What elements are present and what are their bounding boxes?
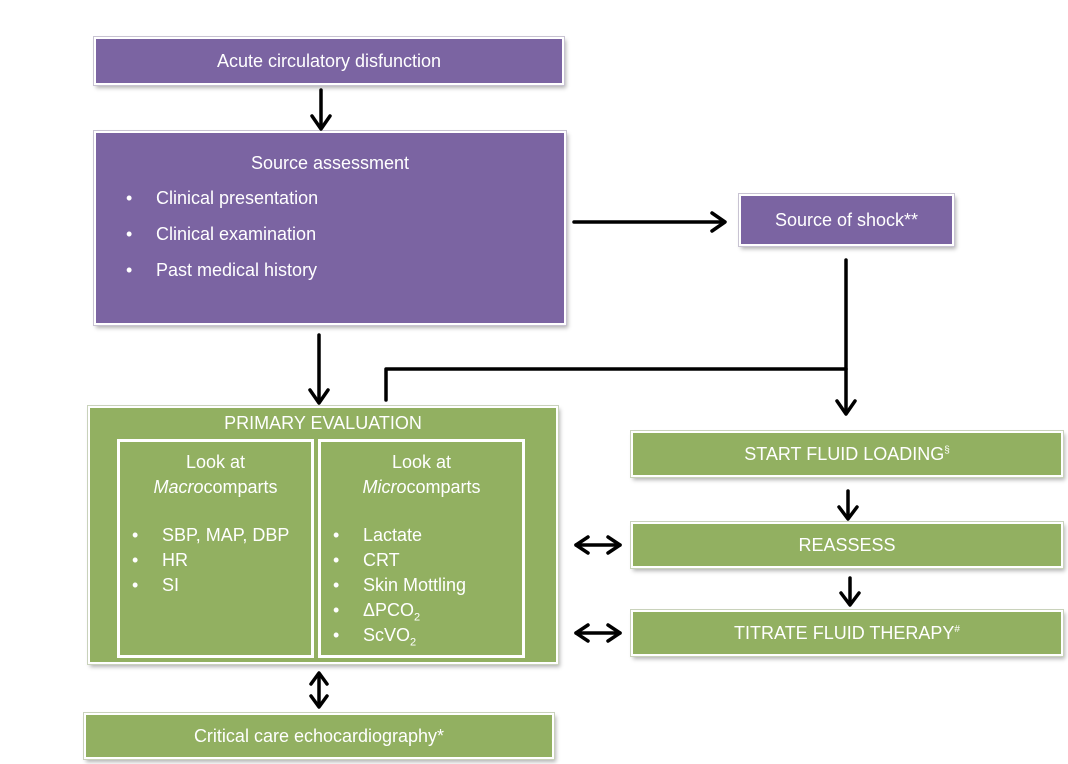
- node-titrate-fluid-therapy: TITRATE FLUID THERAPY#: [631, 610, 1063, 656]
- node-source-of-shock: Source of shock**: [739, 194, 954, 246]
- arrow-shock-to-fluid-head: [835, 399, 857, 416]
- list-item: Lactate: [333, 525, 466, 550]
- double-arrow-primary-echo-bottom: [309, 694, 329, 709]
- list-item: SBP, MAP, DBP: [132, 525, 289, 550]
- connector-primary-to-fluid: [384, 367, 848, 402]
- primary-evaluation-title: PRIMARY EVALUATION: [224, 413, 422, 433]
- micro-title-line1: Look at: [391, 452, 452, 472]
- micro-panel: Look at Microcomparts Lactate CRT Skin M…: [318, 439, 525, 658]
- list-item: SI: [132, 575, 289, 600]
- node-acute-circulatory-disfunction: Acute circulatory disfunction: [94, 37, 564, 85]
- list-item: Clinical presentation: [126, 188, 318, 224]
- micro-title-rest: comparts: [406, 477, 481, 497]
- node-start-fluid-loading: START FLUID LOADING§: [631, 431, 1063, 477]
- macro-title-line2: Macrocomparts: [120, 475, 311, 500]
- macro-title-rest: comparts: [203, 477, 278, 497]
- double-arrow-primary-reassess-right: [606, 535, 622, 555]
- double-arrow-primary-echo-top: [309, 671, 329, 686]
- macro-title: Look at Macrocomparts: [120, 450, 311, 500]
- micro-title-line2: Microcomparts: [321, 475, 522, 500]
- double-arrow-primary-titrate-left: [574, 623, 590, 643]
- macro-title-line1: Look at: [185, 452, 246, 472]
- echo-label: Critical care echocardiography*: [193, 725, 445, 746]
- list-item: CRT: [333, 550, 466, 575]
- macro-panel: Look at Macrocomparts SBP, MAP, DBP HR S…: [117, 439, 314, 658]
- arrow-acute-to-source-head: [310, 114, 332, 131]
- arrow-source-to-primary-head: [308, 388, 330, 405]
- micro-title-italic: Micro: [362, 477, 407, 497]
- source-assessment-list: Clinical presentation Clinical examinati…: [126, 188, 318, 296]
- list-item: Past medical history: [126, 260, 318, 296]
- list-item: Skin Mottling: [333, 575, 466, 600]
- list-item: Clinical examination: [126, 224, 318, 260]
- fluid-loading-label: START FLUID LOADING§: [744, 443, 950, 464]
- micro-list: Lactate CRT Skin Mottling ΔPCO2 ScVO2: [333, 525, 466, 650]
- micro-title: Look at Microcomparts: [321, 450, 522, 500]
- titrate-label: TITRATE FLUID THERAPY#: [734, 622, 960, 643]
- list-item-dpco2: ΔPCO2: [333, 600, 466, 625]
- double-arrow-primary-reassess-left: [574, 535, 590, 555]
- arrow-source-to-shock-head: [710, 211, 727, 233]
- node-acute-label: Acute circulatory disfunction: [216, 50, 442, 71]
- arrow-reassess-to-titrate-head: [839, 591, 861, 607]
- list-item: HR: [132, 550, 289, 575]
- node-critical-care-echocardiography: Critical care echocardiography*: [84, 713, 554, 759]
- double-arrow-primary-titrate-right: [606, 623, 622, 643]
- arrow-fluid-to-reassess-head: [837, 505, 859, 521]
- node-primary-evaluation: PRIMARY EVALUATION Look at Macrocomparts…: [88, 406, 558, 664]
- node-source-assessment: Source assessment Clinical presentation …: [94, 131, 566, 325]
- macro-title-italic: Macro: [153, 477, 204, 497]
- source-assessment-title: Source assessment: [250, 153, 410, 173]
- node-reassess: REASSESS: [631, 522, 1063, 568]
- list-item-scvo2: ScVO2: [333, 625, 466, 650]
- source-of-shock-label: Source of shock**: [774, 209, 919, 230]
- macro-list: SBP, MAP, DBP HR SI: [132, 525, 289, 600]
- reassess-label: REASSESS: [798, 534, 896, 555]
